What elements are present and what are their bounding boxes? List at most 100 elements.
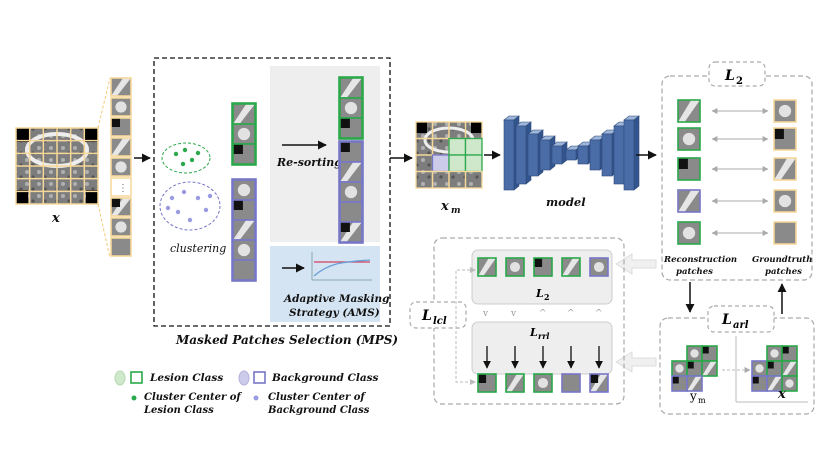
l2-top-main: L <box>724 68 735 84</box>
recon-label-line1: Reconstruction <box>663 255 737 265</box>
masked-cell <box>449 138 466 155</box>
background-column-frame <box>338 140 364 244</box>
image-patch <box>110 217 132 237</box>
background-point <box>203 207 209 213</box>
chevron-down-icon: ^ <box>567 309 575 319</box>
model-layer <box>601 133 613 177</box>
image-patch <box>773 157 797 181</box>
image-patch <box>232 259 256 281</box>
legend-background-center-icon <box>253 395 259 401</box>
masked-label: x <box>440 199 449 214</box>
chevron-down-icon: v <box>510 309 517 319</box>
ams-panel <box>270 246 380 322</box>
recon-label-line2: patches <box>676 267 713 277</box>
image-patch <box>677 157 701 181</box>
larl-badge <box>707 305 775 333</box>
image-patch <box>677 127 701 151</box>
clustering-label: clustering <box>170 242 226 255</box>
lesion-point <box>195 150 201 156</box>
input-label: x <box>51 211 60 226</box>
image-patch <box>339 77 363 99</box>
image-patch <box>232 179 256 201</box>
ellipsis-mark: ⋮ <box>118 183 128 194</box>
l2-top-badge <box>708 61 766 87</box>
l2-inner-sub: 2 <box>544 292 550 302</box>
image-patch <box>701 360 718 377</box>
model-layer <box>577 145 589 165</box>
image-patch <box>773 189 797 213</box>
background-column-frame <box>231 178 257 282</box>
lesion-cluster <box>161 142 211 174</box>
masked-label-subscript: m <box>451 206 461 216</box>
l2-inner-main: L <box>535 287 544 300</box>
image-patch <box>701 345 718 362</box>
image-patch <box>110 97 132 117</box>
image-patch <box>110 197 132 217</box>
resorted-patches <box>338 76 364 244</box>
image-patch <box>339 221 363 243</box>
image-patch <box>339 181 363 203</box>
background-point <box>181 189 187 195</box>
patch-sequence: ⋮ <box>110 77 132 257</box>
model-layer-side <box>633 115 640 191</box>
background-cluster <box>159 181 221 231</box>
legend-lesion-center-icon <box>131 395 137 401</box>
image-patch <box>533 257 553 277</box>
image-patch <box>505 373 525 393</box>
masked-cell <box>465 155 482 172</box>
legend-center-lesion-line2: Lesion Class <box>143 405 214 416</box>
gt-label-line2: patches <box>765 267 802 277</box>
ams-label-line2: Strategy (AMS) <box>289 307 380 319</box>
model-layer <box>503 119 515 191</box>
legend: Lesion Class Background Class Cluster Ce… <box>114 370 379 416</box>
model-layer <box>539 139 551 171</box>
ams-adaptive-curve <box>313 259 371 277</box>
resorting-label: Re-sorting <box>276 156 342 169</box>
image-patch <box>781 375 798 392</box>
image-patch <box>477 257 497 277</box>
ym-main: y <box>689 389 697 403</box>
image-patch <box>781 345 798 362</box>
image-patch <box>339 161 363 183</box>
image-patch <box>766 375 783 392</box>
image-patch <box>339 141 363 163</box>
lesion-column-frame <box>338 76 364 140</box>
model-layer <box>623 119 635 191</box>
image-patch <box>677 99 701 123</box>
lesion-point <box>180 161 186 167</box>
background-point <box>195 195 201 201</box>
image-patch <box>505 257 525 277</box>
masked-cell <box>449 155 466 172</box>
image-patch <box>677 221 701 245</box>
image-patch <box>686 375 703 392</box>
legend-background-ellipse-icon <box>238 370 250 386</box>
model-layer <box>565 149 577 161</box>
larl-main: L <box>721 312 732 328</box>
image-patch <box>589 257 609 277</box>
background-point <box>187 217 193 223</box>
image-patch <box>110 137 132 157</box>
ams-plot <box>311 252 372 281</box>
lesion-point <box>182 147 188 153</box>
image-patch <box>671 375 688 392</box>
legend-center-lesion-line1: Cluster Center of <box>144 392 242 403</box>
image-patch <box>766 345 783 362</box>
image-patch <box>677 189 701 213</box>
legend-lesion-label: Lesion Class <box>149 372 223 384</box>
legend-lesion-ellipse-icon <box>114 370 126 386</box>
image-patch <box>781 360 798 377</box>
ellipsis-patch <box>110 177 132 197</box>
image-patch <box>686 345 703 362</box>
legend-background-label: Background Class <box>271 372 379 384</box>
model-layer <box>551 145 563 165</box>
connector-arrowhead <box>470 267 476 273</box>
model-layer <box>515 125 527 185</box>
zoom-line-bottom <box>97 203 111 259</box>
image-patch <box>232 103 256 125</box>
image-patch <box>561 257 581 277</box>
image-patch <box>773 221 797 245</box>
image-patch <box>561 373 581 393</box>
legend-lesion-square-icon <box>130 371 143 384</box>
image-patch <box>232 143 256 165</box>
